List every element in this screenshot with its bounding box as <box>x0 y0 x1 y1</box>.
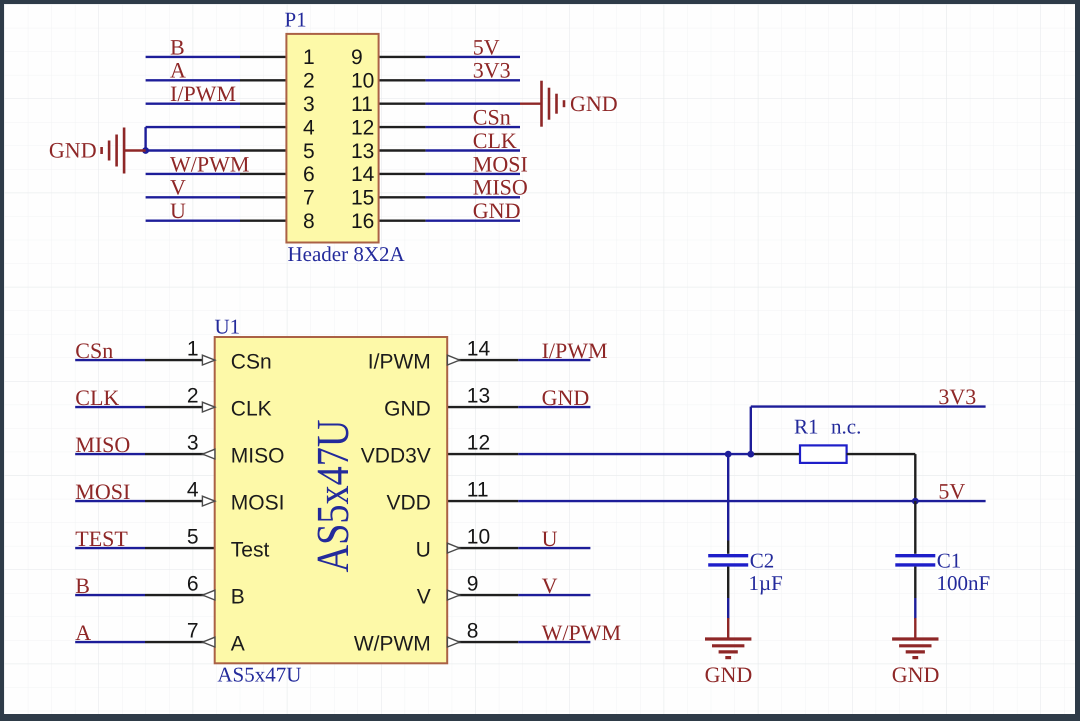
svg-text:1µF: 1µF <box>749 571 783 595</box>
svg-text:3V3: 3V3 <box>473 58 511 83</box>
svg-text:MISO: MISO <box>473 175 528 200</box>
svg-text:CSn: CSn <box>231 351 272 374</box>
svg-text:9: 9 <box>467 573 479 596</box>
svg-text:1: 1 <box>303 46 315 69</box>
svg-text:A: A <box>75 620 91 645</box>
svg-text:GND: GND <box>473 198 521 223</box>
svg-text:I/PWM: I/PWM <box>368 351 431 374</box>
svg-text:5: 5 <box>187 526 199 549</box>
svg-text:A: A <box>231 633 245 656</box>
svg-text:2: 2 <box>303 70 315 93</box>
svg-text:2: 2 <box>187 385 199 408</box>
svg-text:VDD: VDD <box>386 492 430 515</box>
svg-text:15: 15 <box>351 187 374 210</box>
svg-text:Test: Test <box>231 539 270 562</box>
svg-text:7: 7 <box>187 620 199 643</box>
svg-text:3V3: 3V3 <box>938 384 976 409</box>
svg-text:GND: GND <box>49 138 97 163</box>
svg-text:GND: GND <box>384 398 431 421</box>
svg-text:MOSI: MOSI <box>473 151 528 176</box>
svg-text:I/PWM: I/PWM <box>542 338 608 363</box>
svg-text:C2: C2 <box>750 548 775 572</box>
svg-text:8: 8 <box>303 210 315 233</box>
svg-text:P1: P1 <box>285 8 307 32</box>
svg-text:TEST: TEST <box>75 526 128 551</box>
svg-text:W/PWM: W/PWM <box>542 620 621 645</box>
svg-text:8: 8 <box>467 620 479 643</box>
svg-text:V: V <box>170 175 186 200</box>
svg-text:AS5x47U: AS5x47U <box>307 420 358 573</box>
svg-text:U1: U1 <box>215 315 241 339</box>
svg-text:13: 13 <box>467 385 490 408</box>
svg-text:n.c.: n.c. <box>831 415 861 439</box>
svg-text:6: 6 <box>187 573 199 596</box>
svg-text:3: 3 <box>303 93 315 116</box>
svg-text:CLK: CLK <box>75 385 119 410</box>
svg-text:CSn: CSn <box>75 338 113 363</box>
svg-text:4: 4 <box>187 479 199 502</box>
svg-text:MOSI: MOSI <box>75 479 130 504</box>
svg-text:1: 1 <box>187 338 199 361</box>
svg-text:GND: GND <box>542 385 590 410</box>
svg-text:MOSI: MOSI <box>231 492 285 515</box>
svg-text:VDD3V: VDD3V <box>361 445 431 468</box>
svg-text:CSn: CSn <box>473 105 511 130</box>
svg-text:AS5x47U: AS5x47U <box>217 663 301 687</box>
svg-text:GND: GND <box>892 662 940 687</box>
svg-text:3: 3 <box>187 432 199 455</box>
svg-text:U: U <box>416 539 431 562</box>
svg-text:CLK: CLK <box>231 398 272 421</box>
svg-text:W/PWM: W/PWM <box>170 151 249 176</box>
svg-text:MISO: MISO <box>75 432 130 457</box>
svg-text:5: 5 <box>303 140 315 163</box>
svg-text:CLK: CLK <box>473 128 517 153</box>
svg-text:14: 14 <box>351 163 375 186</box>
svg-text:12: 12 <box>351 116 374 139</box>
svg-text:GND: GND <box>570 91 618 116</box>
svg-text:12: 12 <box>467 432 490 455</box>
svg-text:V: V <box>417 586 431 609</box>
svg-text:A: A <box>170 58 186 83</box>
svg-text:5V: 5V <box>938 479 965 504</box>
svg-text:U: U <box>542 526 558 551</box>
svg-text:9: 9 <box>351 46 363 69</box>
svg-text:6: 6 <box>303 163 315 186</box>
svg-text:4: 4 <box>303 116 315 139</box>
svg-text:10: 10 <box>467 526 490 549</box>
svg-text:Header 8X2A: Header 8X2A <box>288 242 406 266</box>
svg-text:B: B <box>75 573 90 598</box>
svg-text:MISO: MISO <box>231 445 285 468</box>
svg-text:16: 16 <box>351 210 374 233</box>
svg-text:100nF: 100nF <box>937 571 991 595</box>
svg-text:W/PWM: W/PWM <box>354 633 431 656</box>
svg-text:7: 7 <box>303 187 315 210</box>
svg-text:C1: C1 <box>937 548 962 572</box>
svg-text:13: 13 <box>351 140 374 163</box>
svg-text:14: 14 <box>467 338 491 361</box>
svg-text:R1: R1 <box>794 415 819 439</box>
svg-text:V: V <box>542 573 558 598</box>
svg-text:GND: GND <box>705 662 753 687</box>
svg-text:U: U <box>170 198 186 223</box>
svg-text:B: B <box>170 34 185 59</box>
svg-text:10: 10 <box>351 70 374 93</box>
svg-text:B: B <box>231 586 245 609</box>
svg-text:11: 11 <box>351 93 373 116</box>
svg-text:11: 11 <box>467 479 489 502</box>
svg-text:I/PWM: I/PWM <box>170 81 236 106</box>
svg-text:5V: 5V <box>473 34 500 59</box>
